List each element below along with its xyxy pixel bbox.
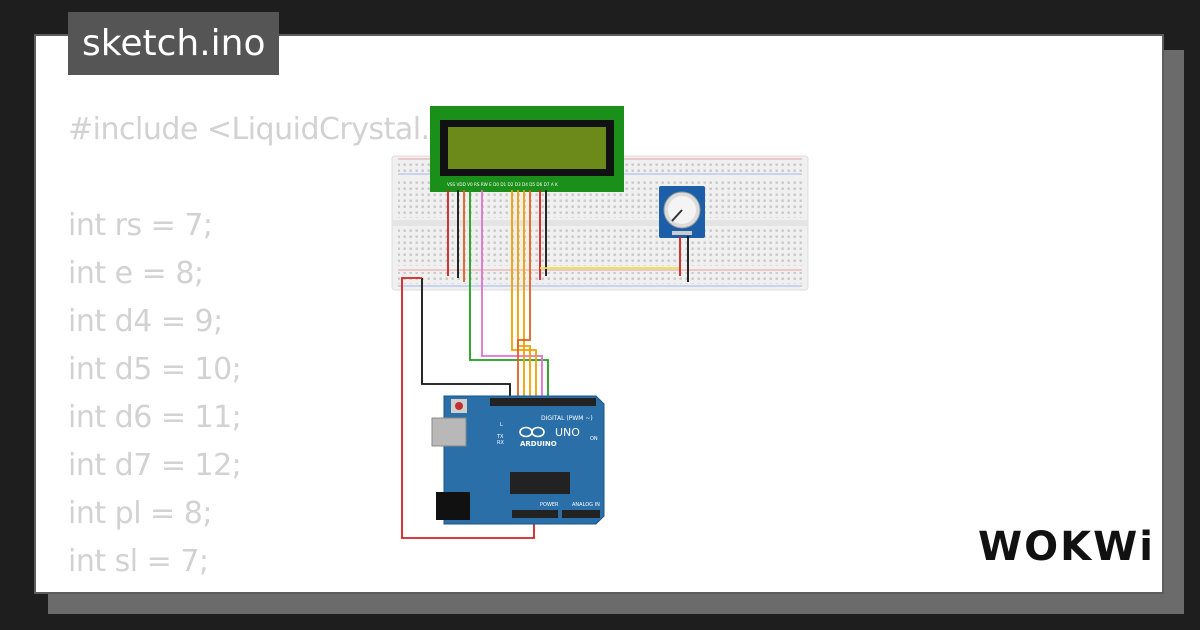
power-jack xyxy=(436,492,470,520)
lcd-screen xyxy=(448,127,606,169)
code-line: int rs = 7; xyxy=(68,208,213,243)
arduino-brand: ARDUINO xyxy=(520,440,557,448)
wire-d7 xyxy=(517,190,531,404)
code-line: int d7 = 12; xyxy=(68,448,242,483)
wire-rs xyxy=(469,190,549,404)
potentiometer xyxy=(659,186,705,238)
file-title: sketch.ino xyxy=(68,12,280,75)
infinity-logo xyxy=(519,426,545,438)
wokwi-logo: WOKWi xyxy=(978,524,1155,570)
reset-button-cap xyxy=(455,402,463,410)
code-line: int d4 = 9; xyxy=(68,304,223,339)
arduino-model: UNO xyxy=(555,426,580,439)
power-label: POWER xyxy=(540,502,559,508)
on-label: ON xyxy=(590,436,598,442)
digital-label: DIGITAL (PWM ~) xyxy=(541,415,593,422)
power-header xyxy=(512,510,558,518)
lcd-display: VSS VDD V0 RS RW E D0 D1 D2 D3 D4 D5 D6 … xyxy=(430,106,624,192)
arduino-uno: DIGITAL (PWM ~) ARDUINO UNO ON L TX RX P… xyxy=(431,395,605,525)
usb-port xyxy=(431,417,467,447)
wire-gnd xyxy=(421,278,511,404)
wires xyxy=(401,190,689,539)
digital-header xyxy=(490,398,596,406)
analog-label: ANALOG IN xyxy=(572,502,600,508)
lcd-pin-labels: VSS VDD V0 RS RW E D0 D1 D2 D3 D4 D5 D6 … xyxy=(447,182,558,187)
code-line: int d6 = 11; xyxy=(68,400,242,435)
led-tx-label: TX xyxy=(496,434,504,440)
atmega-chip xyxy=(510,472,570,494)
code-line: int pl = 8; xyxy=(68,496,212,531)
led-l-label: L xyxy=(500,422,503,428)
code-listing: #include <LiquidCrystal.h> int rs = 7; int… xyxy=(68,106,473,592)
code-line: int e = 8; xyxy=(68,256,204,291)
led-rx-label: RX xyxy=(497,440,504,446)
code-line: int d5 = 10; xyxy=(68,352,242,387)
wire-e xyxy=(481,190,543,404)
analog-header xyxy=(562,510,600,518)
wire-5v xyxy=(401,277,535,539)
code-line: int sl = 7; xyxy=(68,544,209,579)
code-line: #include <LiquidCrystal.h> xyxy=(68,112,473,147)
